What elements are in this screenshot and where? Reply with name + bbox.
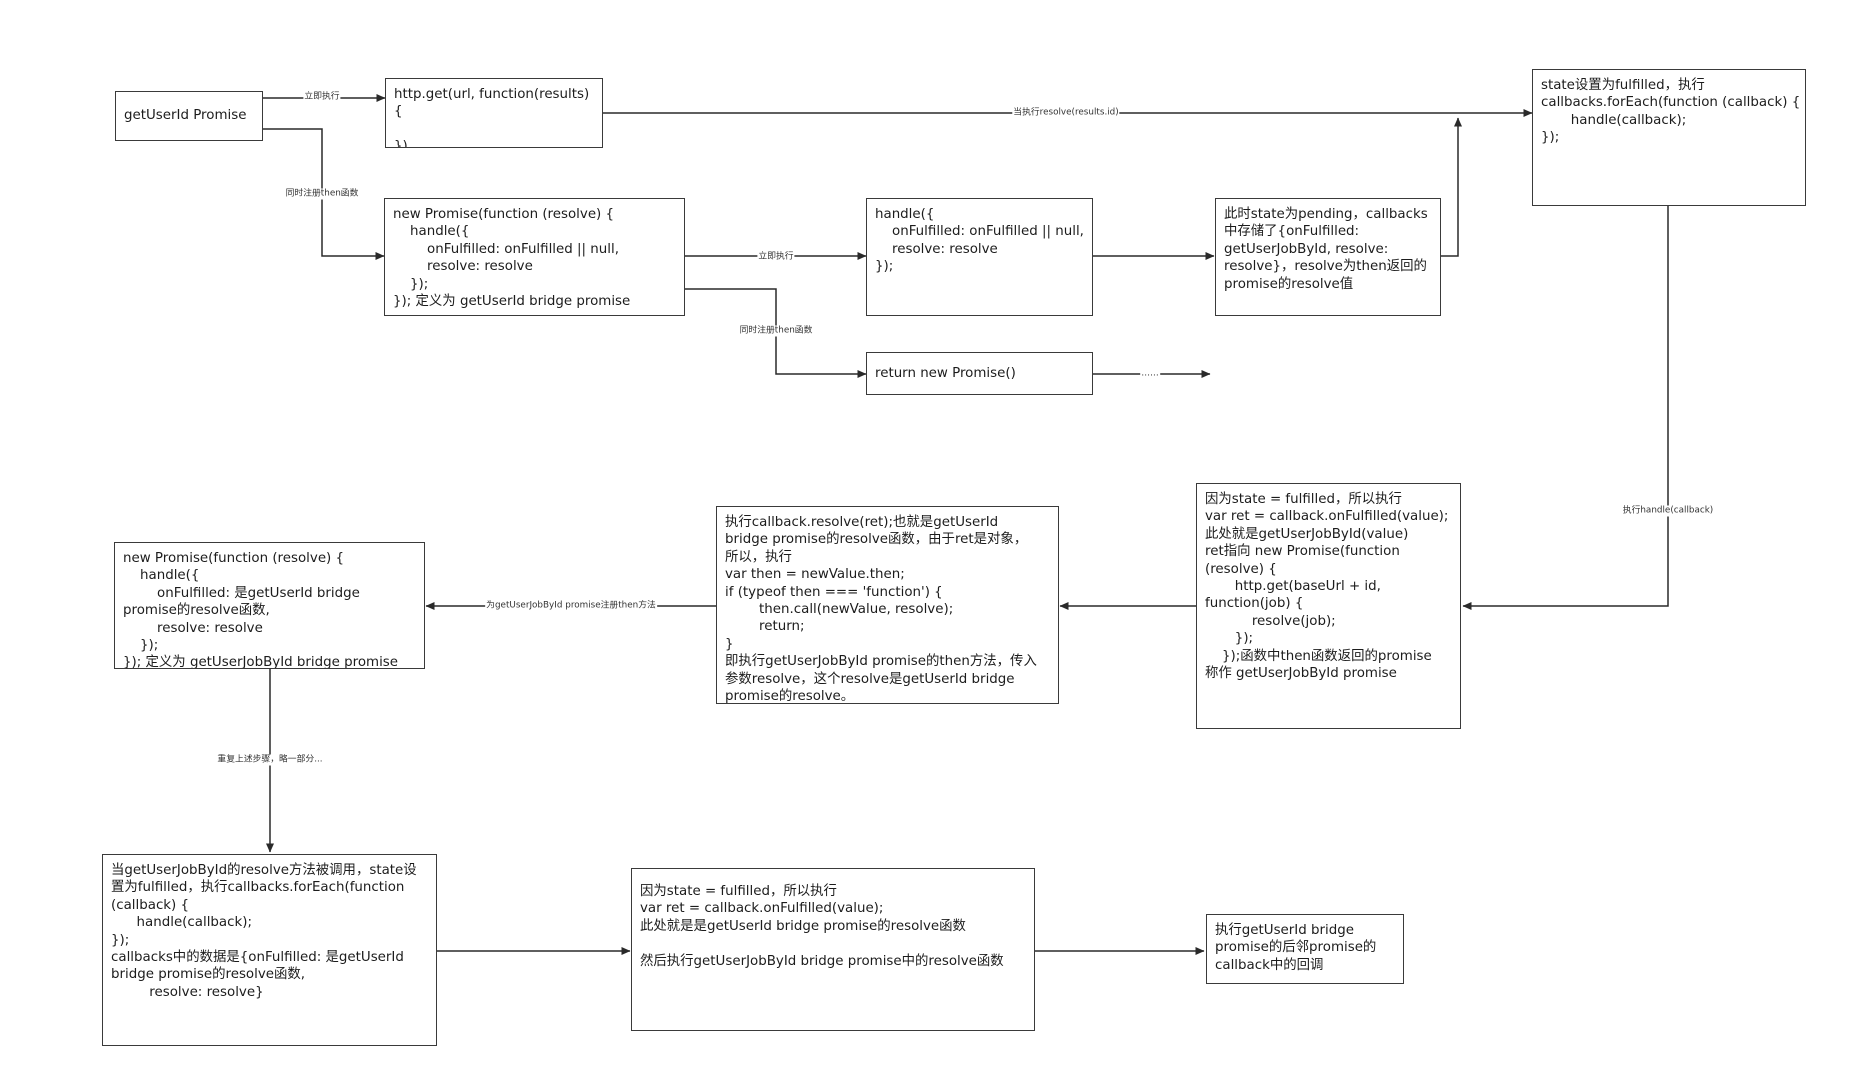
edge-label-repeat-steps: 重复上述步骤，略一部分... <box>216 754 324 766</box>
edge-label-immediate-exec-1: 立即执行 <box>303 91 341 103</box>
edge-label-register-then-job: 为getUserJobById promise注册then方法 <box>485 600 657 612</box>
edge-label-register-then-1: 同时注册then函数 <box>284 188 360 200</box>
node-get-user-id-promise: getUserId Promise <box>115 91 263 141</box>
edge-label-immediate-exec-2: 立即执行 <box>757 251 795 263</box>
node-http-get: http.get(url, function(results) { }) <box>385 78 603 148</box>
node-new-promise-bridge: new Promise(function (resolve) { handle(… <box>384 198 685 316</box>
edge-label-resolve-results-id: 当执行resolve(results.id) <box>1012 107 1120 119</box>
edge-pending-up-to-resolve-line <box>1440 117 1462 257</box>
node-state-fulfilled-box: state设置为fulfilled，执行 callbacks.forEach(f… <box>1532 69 1806 206</box>
edge-label-register-then-2: 同时注册then函数 <box>738 325 814 337</box>
edge-state-fulfilled-to-exec <box>1462 205 1669 610</box>
node-handle-box: handle({ onFulfilled: onFulfilled || nul… <box>866 198 1093 316</box>
node-callback-resolve: 执行callback.resolve(ret);也就是getUserId bri… <box>716 506 1059 704</box>
edge-label-exec-handle-callback: 执行handle(callback) <box>1621 505 1715 517</box>
node-state-fulfilled-final: 因为state = fulfilled，所以执行 var ret = callb… <box>631 868 1035 1031</box>
node-return-new-promise: return new Promise() <box>866 352 1093 395</box>
node-pending-state-box: 此时state为pending，callbacks 中存储了{onFulfill… <box>1215 198 1441 316</box>
node-final-callback: 执行getUserId bridge promise的后邻promise的 ca… <box>1206 914 1404 984</box>
node-state-fulfilled-exec: 因为state = fulfilled，所以执行 var ret = callb… <box>1196 483 1461 729</box>
node-resolve-called: 当getUserJobById的resolve方法被调用，state设 置为fu… <box>102 854 437 1046</box>
edge-label-ellipsis: …… <box>1140 368 1160 380</box>
node-new-promise-job-bridge: new Promise(function (resolve) { handle(… <box>114 542 425 669</box>
